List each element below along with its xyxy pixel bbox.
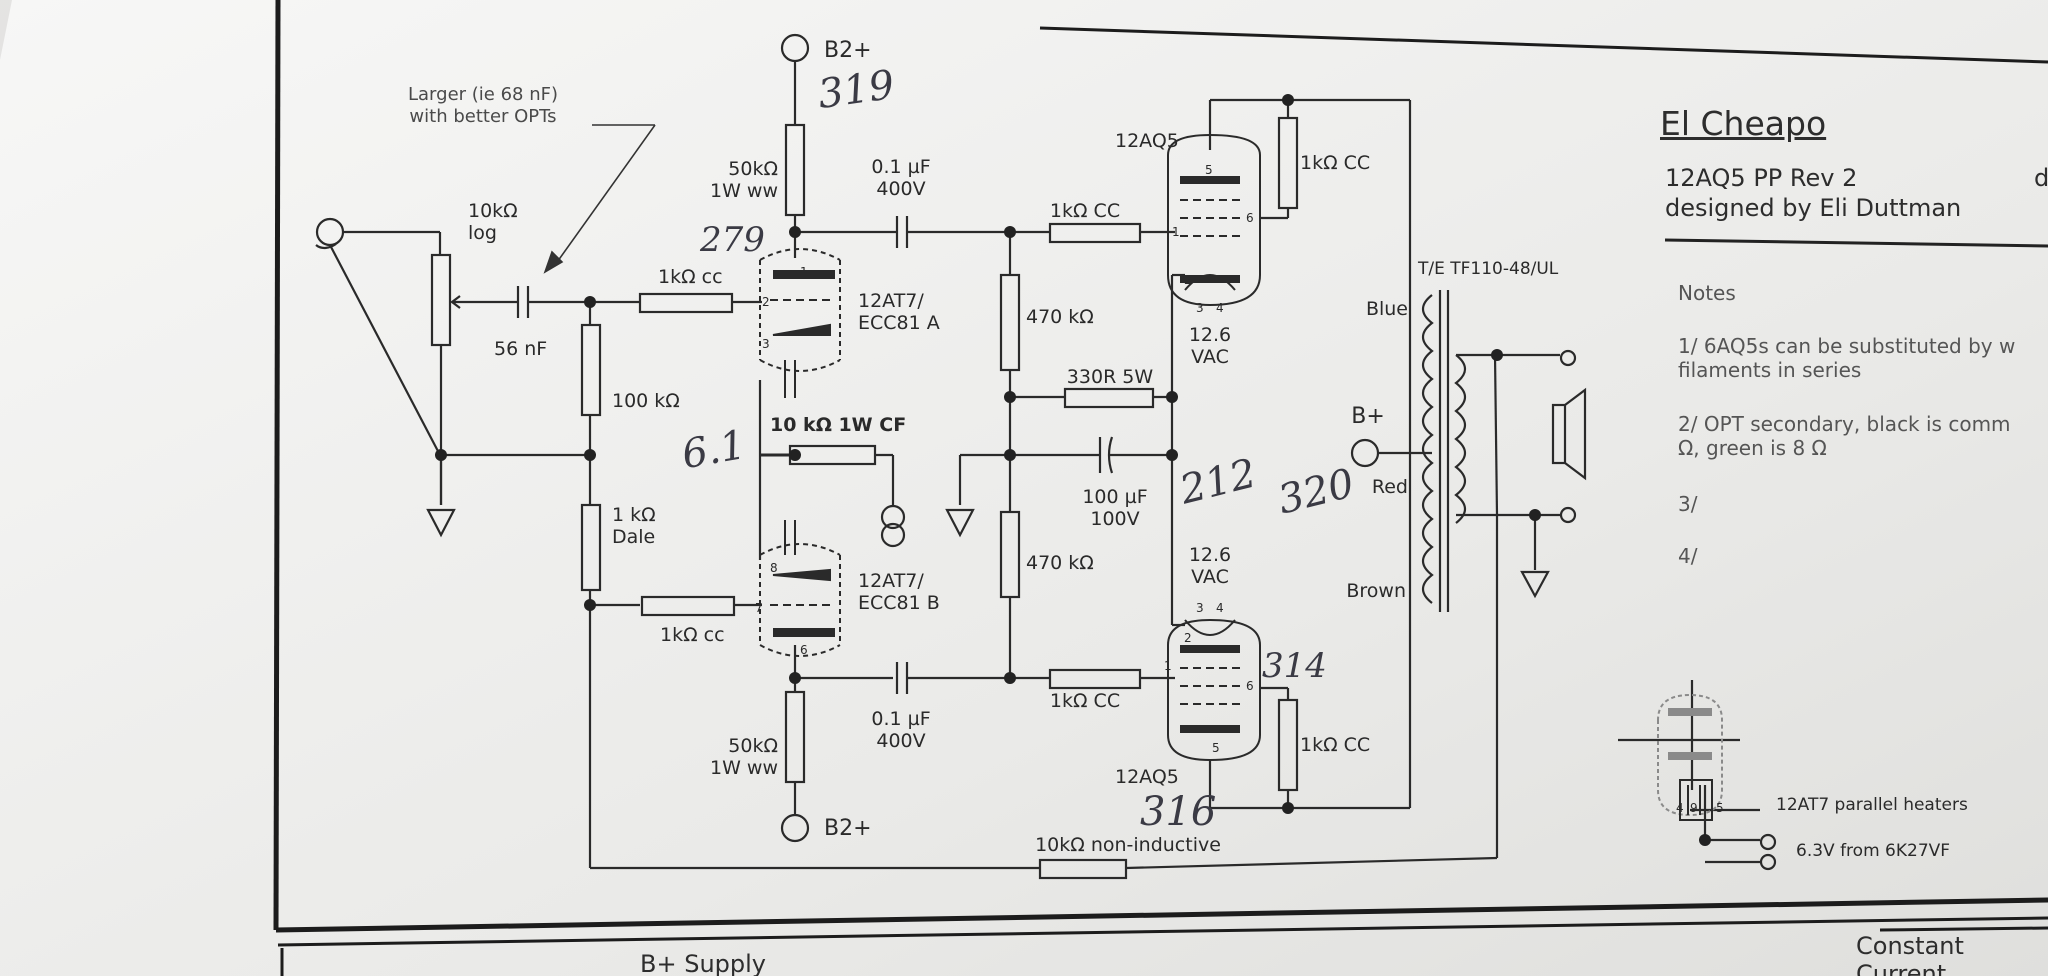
junction-dots bbox=[435, 94, 1711, 846]
feedback-label: 10kΩ non-inductive bbox=[1035, 834, 1221, 856]
tube-12aq5-top bbox=[1167, 133, 1261, 307]
tube-12aq5-bottom bbox=[1167, 618, 1261, 762]
hand-v1a-plate: 279 bbox=[700, 220, 765, 260]
tube-12at7-a bbox=[759, 248, 841, 398]
note-1: 1/ 6AQ5s can be substituted by w filamen… bbox=[1678, 334, 2016, 382]
pin-ot-cath: 2 bbox=[1184, 273, 1192, 287]
pin-b-grid: 7 bbox=[755, 601, 763, 615]
heater-pin-a: 4 bbox=[1676, 801, 1684, 815]
grid-stop-top-label: 1kΩ CC bbox=[1049, 200, 1121, 222]
volume-pot-label: 10kΩ log bbox=[468, 200, 518, 244]
hand-lower-plate: 314 bbox=[1262, 646, 1327, 686]
wires bbox=[315, 33, 1777, 880]
annotation-note: Larger (ie 68 nF) with better OPTs bbox=[408, 84, 558, 127]
cap-bottom-label: 0.1 µF 400V bbox=[871, 708, 931, 752]
grid-stop-bottom-label: 1kΩ CC bbox=[1049, 690, 1121, 712]
tap-brown-label: Brown bbox=[1346, 580, 1406, 602]
screen-bottom-label: 1kΩ CC bbox=[1300, 734, 1371, 756]
grid-res-a-label: 1kΩ cc bbox=[658, 266, 723, 288]
heater-pin-b: 9 bbox=[1690, 801, 1698, 815]
pin-ob-plate: 5 bbox=[1212, 741, 1220, 755]
frame-bottom bbox=[275, 897, 2048, 933]
pin-a-grid: 2 bbox=[762, 295, 770, 309]
pin-a-plate: 1 bbox=[800, 265, 808, 279]
tube-a-label: 12AT7/ ECC81 A bbox=[858, 290, 940, 334]
dale-res-label: 1 kΩ Dale bbox=[612, 504, 656, 548]
frame-left bbox=[273, 0, 281, 931]
coupling-cap-label: 56 nF bbox=[494, 338, 548, 360]
leak-bottom-label: 470 kΩ bbox=[1026, 552, 1094, 574]
supply-top-label: B2+ bbox=[824, 38, 872, 63]
title: El Cheapo bbox=[1660, 104, 1827, 143]
heater-label-1: 12AT7 parallel heaters bbox=[1776, 795, 1968, 815]
pin-b-plate: 6 bbox=[800, 643, 808, 657]
note-3: 3/ bbox=[1678, 492, 1698, 516]
plate-res-top-label: 50kΩ 1W ww bbox=[710, 158, 778, 202]
tube-12at7-b bbox=[759, 520, 841, 657]
note-4: 4/ bbox=[1678, 544, 1698, 568]
heater-bottom-label: 12.6 VAC bbox=[1188, 544, 1232, 588]
pin-ob-h2: 4 bbox=[1216, 601, 1224, 615]
transformer-label: T/E TF110-48/UL bbox=[1418, 259, 1559, 279]
constant-current-label: Constant Current bbox=[1856, 932, 1964, 976]
frame-top-right bbox=[1039, 26, 2048, 64]
heater-top-label: 12.6 VAC bbox=[1188, 324, 1232, 368]
bypass-cap-label: 100 µF 100V bbox=[1082, 486, 1148, 530]
subtitle: 12AQ5 PP Rev 2 designed by Eli Duttman bbox=[1665, 164, 1962, 222]
tube-b-label: 12AT7/ ECC81 B bbox=[858, 570, 940, 614]
grid-res-b-label: 1kΩ cc bbox=[660, 624, 725, 646]
pin-ob-cath: 2 bbox=[1184, 631, 1192, 645]
bias-res-label: 330R 5W bbox=[1066, 366, 1154, 388]
cap-top-label: 0.1 µF 400V bbox=[871, 156, 931, 200]
pin-ot-h1: 3 bbox=[1196, 301, 1204, 315]
hand-b2-voltage: 319 bbox=[815, 61, 898, 119]
pin-ot-screen: 6 bbox=[1246, 211, 1254, 225]
pin-ot-h2: 4 bbox=[1216, 301, 1224, 315]
hand-lower-output: 316 bbox=[1140, 789, 1217, 835]
out-tube-top-label: 12AQ5 bbox=[1115, 130, 1179, 152]
tap-red-label: Red bbox=[1371, 476, 1408, 498]
pin-ot-plate: 5 bbox=[1205, 163, 1213, 177]
tail-res-label: 10 kΩ 1W CF bbox=[770, 414, 907, 436]
title-rule bbox=[1664, 238, 2048, 248]
leak-top-label: 470 kΩ bbox=[1026, 306, 1094, 328]
note-2: 2/ OPT secondary, black is comm Ω, green… bbox=[1678, 412, 2011, 460]
frame-bottom-4 bbox=[1879, 926, 2048, 932]
pin-ot-grid: 1 bbox=[1172, 225, 1180, 239]
annotation-arrow bbox=[543, 124, 656, 274]
pin-b-cath: 8 bbox=[770, 561, 778, 575]
pin-ob-grid: 1 bbox=[1164, 659, 1172, 673]
notes-heading: Notes bbox=[1678, 281, 1736, 305]
tube-heater-icon bbox=[1657, 693, 1723, 821]
input-shunt-label: 100 kΩ bbox=[612, 390, 680, 412]
heater-label-2: 6.3V from 6K27VF bbox=[1796, 841, 1951, 861]
bplus-supply-label: B+ Supply bbox=[640, 950, 766, 976]
frame-bottom-2 bbox=[277, 916, 2048, 947]
screen-top-label: 1kΩ CC bbox=[1300, 152, 1371, 174]
b-plus-label: B+ bbox=[1351, 404, 1385, 429]
supply-bottom-label: B2+ bbox=[824, 816, 872, 841]
tap-blue-label: Blue bbox=[1365, 298, 1408, 320]
plate-res-bottom-label: 50kΩ 1W ww bbox=[710, 735, 778, 779]
pin-ob-screen: 6 bbox=[1246, 679, 1254, 693]
heater-pin-c: 5 bbox=[1716, 801, 1724, 815]
out-tube-bottom-label: 12AQ5 bbox=[1115, 766, 1179, 788]
edge-letter: d bbox=[2034, 164, 2048, 192]
pin-a-cath: 3 bbox=[762, 337, 770, 351]
pin-ob-h1: 3 bbox=[1196, 601, 1204, 615]
